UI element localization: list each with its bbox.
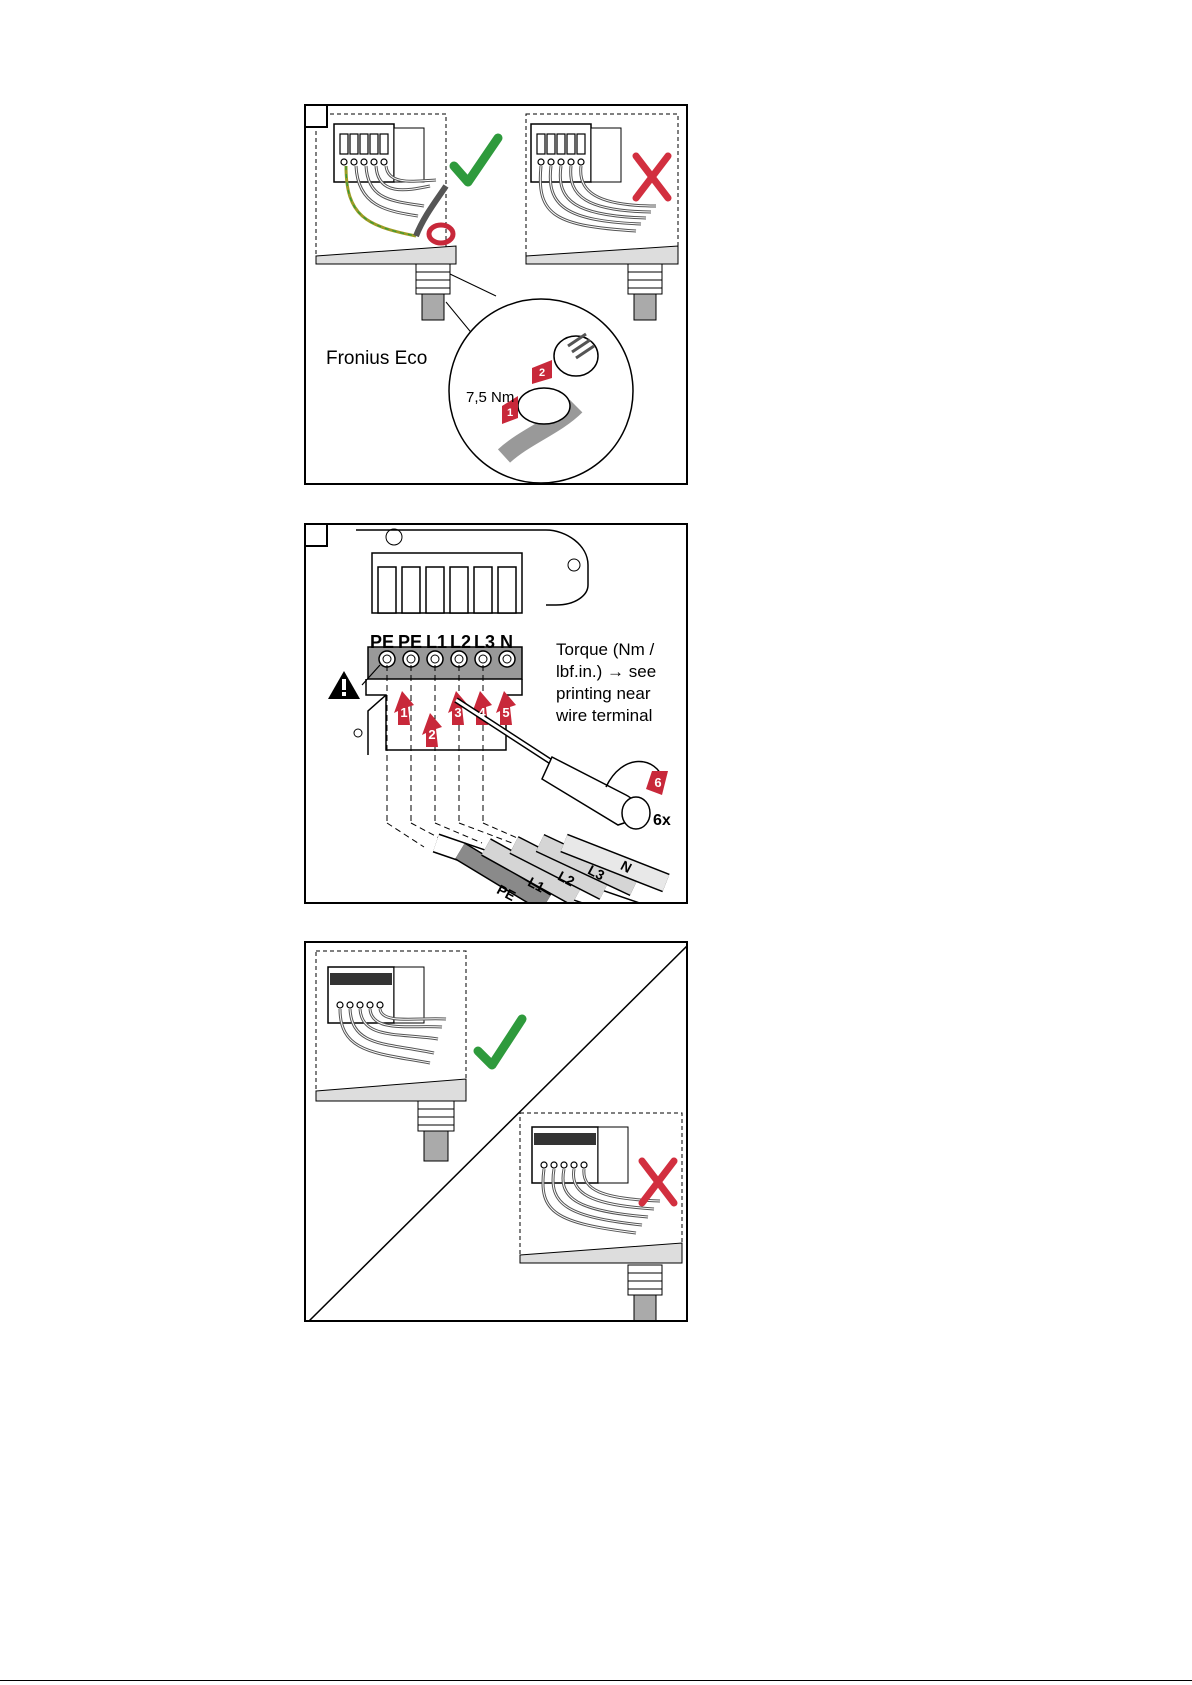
correct-wiring-drawing: [316, 114, 456, 320]
cross-icon: [636, 156, 668, 198]
terminal-label-l1: L1: [426, 632, 447, 653]
incorrect-wiring-drawing: [526, 114, 678, 320]
terminal-label-pe-1: PE: [370, 632, 394, 653]
torque-note: Torque (Nm / lbf.in.) → see printing nea…: [556, 639, 656, 727]
step-badge-number: 1: [400, 705, 407, 720]
terminal-label-n: N: [500, 632, 513, 653]
terminal-label-l2: L2: [450, 632, 471, 653]
checkmark-icon: [454, 138, 498, 182]
repeat-count: 6x: [653, 812, 671, 830]
torque-value: 7,5 Nm: [466, 389, 514, 406]
wire-bundle: [436, 843, 666, 904]
correct-wiring-drawing: [316, 951, 466, 1161]
step-number-box: [306, 106, 328, 128]
cross-icon: [642, 1161, 674, 1203]
step-badge-number: 4: [478, 705, 486, 720]
product-label: Fronius Eco: [326, 348, 427, 370]
page-bottom-rule: [0, 1680, 1192, 1681]
step-badge-number: 3: [454, 705, 461, 720]
checkmark-icon: [478, 1019, 522, 1065]
panel-cable-routing-check: [304, 941, 688, 1322]
step-number-box: [306, 525, 328, 547]
wiring-comparison-illustration: [306, 943, 688, 1322]
step-badge-number: 2: [539, 367, 545, 379]
wiring-illustration-eco: 12: [306, 106, 688, 485]
terminal-label-pe-2: PE: [398, 632, 422, 653]
terminal-label-l3: L3: [474, 632, 495, 653]
step-badge-number: 5: [502, 705, 509, 720]
step-badge-number: 6: [654, 775, 661, 790]
step-badge-number: 1: [507, 407, 513, 419]
step-badge-number: 2: [428, 727, 435, 742]
incorrect-wiring-drawing: [520, 1113, 682, 1322]
